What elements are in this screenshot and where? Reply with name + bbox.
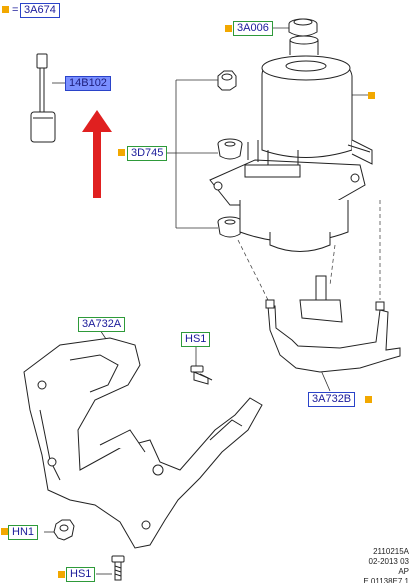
reference-line-3: AP bbox=[398, 567, 409, 576]
reference-line-1: 2110215A bbox=[373, 547, 409, 556]
callout-3A674[interactable]: 3A674 bbox=[20, 3, 60, 18]
callout-HS1-lower[interactable]: HS1 bbox=[66, 567, 96, 582]
grommet-lower bbox=[217, 216, 243, 238]
callout-3D745[interactable]: 3D745 bbox=[127, 146, 168, 161]
red-arrow bbox=[82, 110, 112, 198]
callout-3A006[interactable]: 3A006 bbox=[233, 21, 273, 36]
reference-line-4: E 01138E7 1 bbox=[363, 577, 409, 583]
marker-HS1-lower bbox=[58, 571, 65, 578]
callout-HN1[interactable]: HN1 bbox=[8, 525, 39, 540]
marker-HN1 bbox=[1, 528, 8, 535]
equals-sign: = bbox=[12, 4, 19, 16]
upper-bracket bbox=[265, 275, 401, 373]
callout-14B102[interactable]: 14B102 bbox=[65, 76, 111, 91]
marker-pump bbox=[368, 92, 375, 99]
dashed-lines bbox=[237, 200, 381, 301]
marker-3A732B bbox=[365, 396, 372, 403]
leader-lines bbox=[44, 27, 368, 575]
grommet-upper bbox=[217, 138, 243, 160]
pump-assembly bbox=[209, 35, 373, 252]
lower-bracket bbox=[23, 337, 263, 549]
nut-hn1 bbox=[53, 519, 75, 541]
connector-part bbox=[30, 53, 56, 143]
bolt-hs1-upper bbox=[190, 365, 213, 385]
marker-3D745 bbox=[118, 149, 125, 156]
callout-3A732B[interactable]: 3A732B bbox=[308, 392, 356, 407]
reservoir-cap bbox=[288, 18, 318, 37]
callout-HS1-upper[interactable]: HS1 bbox=[181, 332, 211, 347]
reference-block: 2110215A 02-2013 03 AP E 01138E7 1 bbox=[340, 547, 409, 583]
marker-3A674 bbox=[2, 6, 9, 13]
marker-3A006 bbox=[225, 25, 232, 32]
callout-3A732A[interactable]: 3A732A bbox=[78, 317, 126, 332]
reference-line-2: 02-2013 03 bbox=[368, 557, 409, 566]
nut-part bbox=[217, 70, 237, 91]
bolt-hs1-lower bbox=[111, 555, 125, 581]
